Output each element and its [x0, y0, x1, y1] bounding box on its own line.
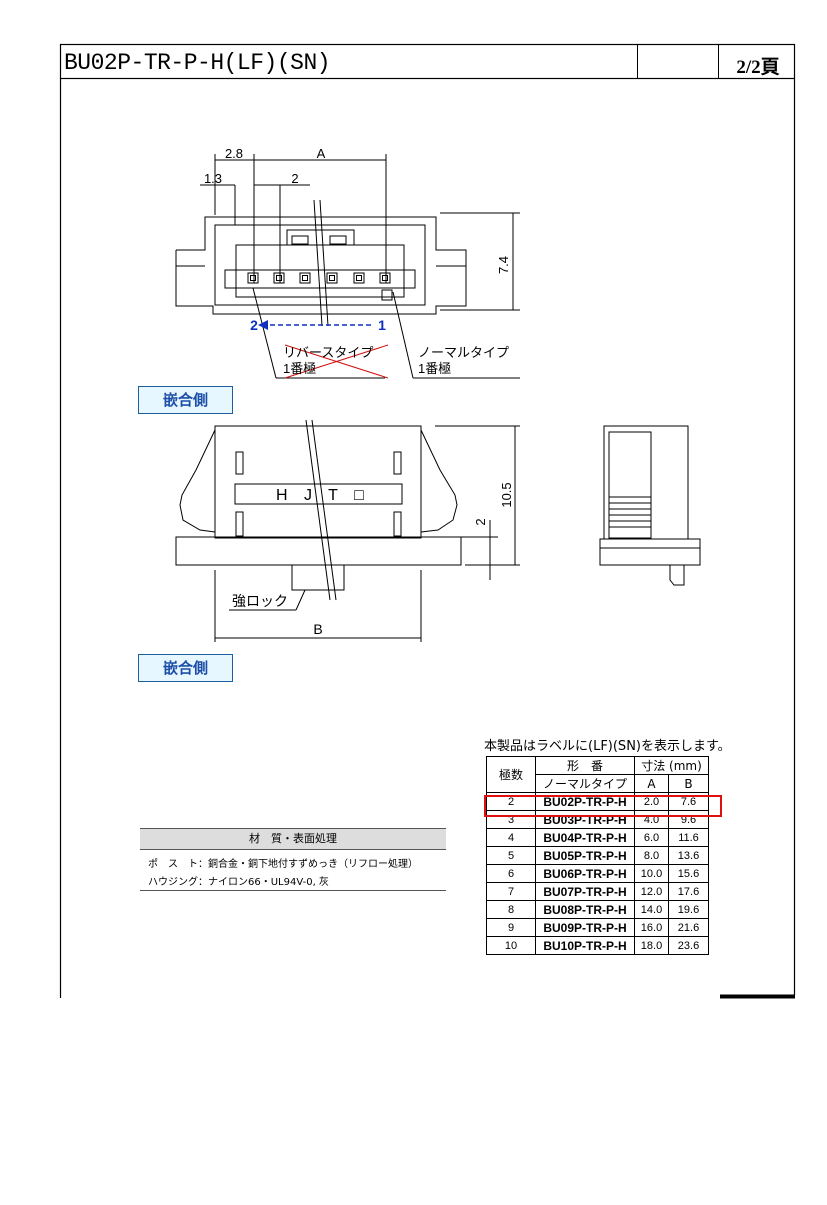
material-heading: 材 質・表面処理 — [140, 828, 446, 850]
row-a: 12.0 — [634, 882, 669, 901]
row-poles: 10 — [486, 936, 536, 955]
row-poles: 6 — [486, 864, 536, 883]
selected-row-highlight — [484, 795, 722, 817]
dim-1-3: 1.3 — [204, 171, 222, 186]
dim-7-4: 7.4 — [496, 256, 511, 274]
mating-side-tag-2: 嵌合側 — [138, 654, 233, 682]
row-part: BU08P-TR-P-H — [535, 900, 635, 919]
normal-type-label: ノーマルタイプ — [418, 345, 509, 360]
dim-2-pitch: 2 — [291, 171, 298, 186]
row-a: 16.0 — [634, 918, 669, 937]
pin-number-1: 1 — [378, 317, 386, 333]
row-part: BU06P-TR-P-H — [535, 864, 635, 883]
row-b: 21.6 — [668, 918, 709, 937]
row-poles: 8 — [486, 900, 536, 919]
header-part: 形 番 — [535, 756, 635, 775]
header-normal-type: ノーマルタイプ — [535, 774, 635, 793]
row-b: 19.6 — [668, 900, 709, 919]
header-dims: 寸法 (mm) — [634, 756, 709, 775]
dim-2-8: 2.8 — [225, 146, 243, 161]
mating-side-tag-1: 嵌合側 — [138, 386, 233, 414]
drawing-title: BU02P-TR-P-H(LF)(SN) — [64, 50, 331, 76]
page-number: 2/2頁 — [736, 57, 780, 78]
material-housing: ハウジング：ナイロン66・UL94V-0, 灰 — [148, 877, 329, 888]
material-post: ポ ス ト：銅合金・銅下地付すずめっき（リフロー処理） — [148, 859, 418, 870]
row-a: 14.0 — [634, 900, 669, 919]
row-a: 8.0 — [634, 846, 669, 865]
pin-cells — [247, 272, 391, 284]
reverse-pin1-label: 1番極 — [283, 361, 316, 376]
table-caption: 本製品はラベルに(LF)(SN)を表示します。 — [484, 739, 731, 754]
row-poles: 7 — [486, 882, 536, 901]
row-part: BU09P-TR-P-H — [535, 918, 635, 937]
row-part: BU04P-TR-P-H — [535, 828, 635, 847]
row-b: 13.6 — [668, 846, 709, 865]
row-poles: 5 — [486, 846, 536, 865]
normal-pin1-label: 1番極 — [418, 361, 451, 376]
row-part: BU07P-TR-P-H — [535, 882, 635, 901]
row-a: 10.0 — [634, 864, 669, 883]
header-b: B — [668, 774, 709, 793]
dim-2-lock: 2 — [473, 518, 488, 525]
header-a: A — [634, 774, 669, 793]
row-b: 11.6 — [668, 828, 709, 847]
pin-number-2: 2 — [250, 317, 258, 333]
row-part: BU10P-TR-P-H — [535, 936, 635, 955]
dim-10-5: 10.5 — [499, 482, 514, 507]
row-b: 23.6 — [668, 936, 709, 955]
row-poles: 4 — [486, 828, 536, 847]
row-b: 15.6 — [668, 864, 709, 883]
reverse-type-label: リバースタイプ — [283, 345, 373, 360]
dim-a-top: A — [317, 146, 326, 161]
material-bottom-rule — [140, 890, 446, 891]
housing-mark-text: H J T □ — [276, 487, 370, 504]
row-part: BU05P-TR-P-H — [535, 846, 635, 865]
row-a: 6.0 — [634, 828, 669, 847]
row-poles: 9 — [486, 918, 536, 937]
row-a: 18.0 — [634, 936, 669, 955]
strong-lock-label: 強ロック — [232, 593, 288, 609]
row-b: 9.6 — [668, 810, 709, 829]
header-poles: 極数 — [486, 756, 536, 793]
row-b: 17.6 — [668, 882, 709, 901]
dim-b: B — [313, 621, 322, 637]
